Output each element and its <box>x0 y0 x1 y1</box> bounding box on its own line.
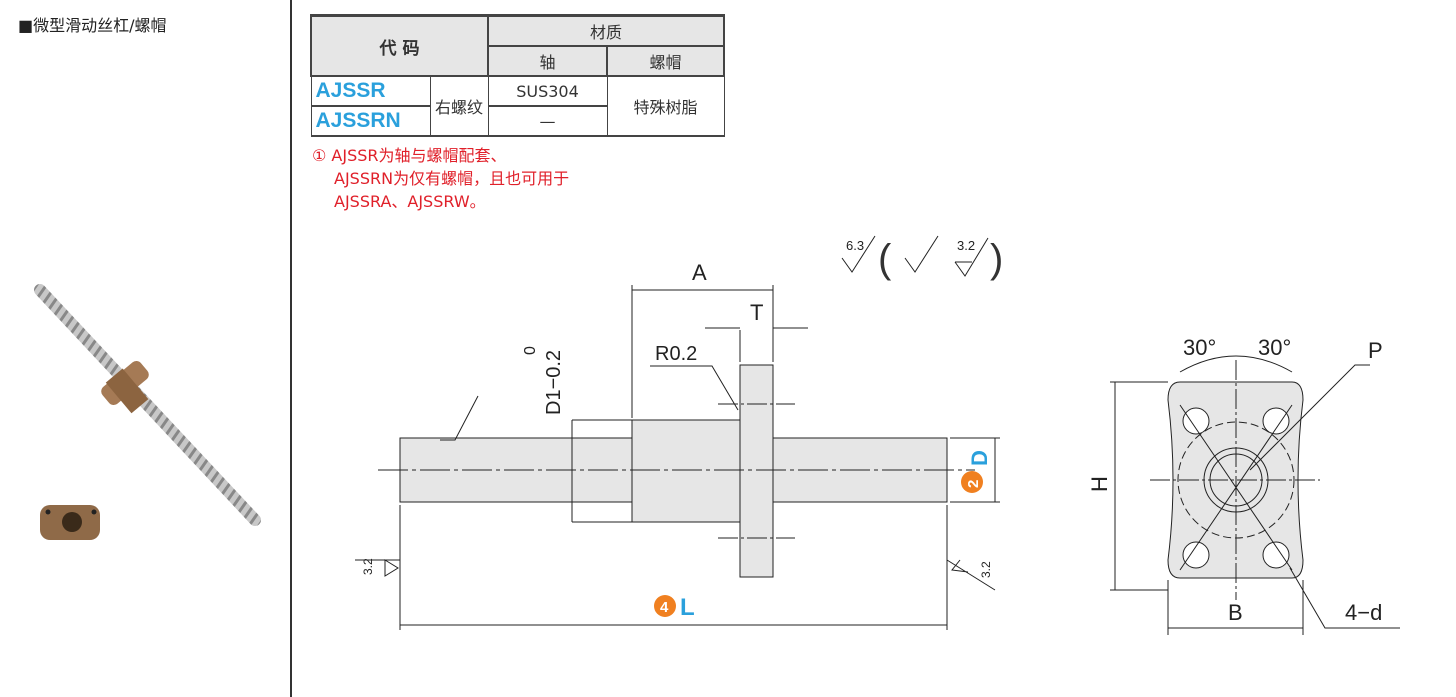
svg-text:D: D <box>967 450 992 466</box>
shaft-cell: SUS304 <box>487 75 608 107</box>
front-view: 30° 30° P H B 4−d <box>1087 335 1400 635</box>
svg-text:(: ( <box>878 237 892 281</box>
svg-text:2: 2 <box>965 480 982 488</box>
header-code: 代 码 <box>310 14 489 77</box>
svg-text:4: 4 <box>660 599 669 616</box>
material-table: 代 码 材质 轴 螺帽 AJSSR 右螺纹 SUS304 特殊树脂 AJSSRN… <box>310 14 725 137</box>
svg-text:3.2: 3.2 <box>979 561 993 578</box>
code-ajssr: AJSSR <box>310 75 431 107</box>
svg-text:L: L <box>680 594 695 621</box>
svg-text:30°: 30° <box>1183 335 1216 360</box>
left-panel: ■微型滑动丝杠/螺帽 <box>0 0 292 697</box>
svg-text:30°: 30° <box>1258 335 1291 360</box>
product-photo <box>34 284 261 540</box>
svg-text:B: B <box>1228 600 1243 625</box>
note-line: AJSSRN为仅有螺帽，且也可用于 <box>334 169 570 188</box>
svg-text:3.2: 3.2 <box>361 558 375 575</box>
svg-text:4−d: 4−d <box>1345 600 1382 625</box>
svg-text:): ) <box>990 237 1003 281</box>
note-line: ① AJSSR为轴与螺帽配套、 <box>312 146 507 165</box>
svg-text:T: T <box>750 300 763 325</box>
nut-on-shaft <box>101 360 149 414</box>
thread-cell: 右螺纹 <box>429 75 489 137</box>
note-line: AJSSRA、AJSSRW。 <box>334 192 486 211</box>
product-title: ■微型滑动丝杠/螺帽 <box>18 16 167 35</box>
svg-text:3.2: 3.2 <box>957 238 975 253</box>
svg-text:D1−0.2: D1−0.2 <box>543 350 565 415</box>
nut-loose <box>40 505 100 540</box>
header-shaft: 轴 <box>487 45 608 77</box>
svg-text:A: A <box>692 260 707 285</box>
svg-text:H: H <box>1087 476 1112 492</box>
shaft-cell: — <box>487 105 608 137</box>
note: ① AJSSR为轴与螺帽配套、 AJSSRN为仅有螺帽，且也可用于 AJSSRA… <box>312 144 569 213</box>
svg-text:R0.2: R0.2 <box>655 343 697 365</box>
nut-material-cell: 特殊树脂 <box>606 75 725 137</box>
screw-shaft <box>34 284 261 526</box>
svg-text:6.3: 6.3 <box>846 238 864 253</box>
svg-text:P: P <box>1368 338 1383 363</box>
header-material: 材质 <box>487 14 725 47</box>
svg-text:0: 0 <box>522 346 539 355</box>
header-nut: 螺帽 <box>606 45 725 77</box>
code-ajssrn: AJSSRN <box>310 105 431 137</box>
side-view: A T R0.2 D1−0.2 0 2 D 4 L 3.2 3.2 <box>355 260 1000 630</box>
roughness-symbols: 6.3 ( 3.2 ) <box>841 235 1003 281</box>
